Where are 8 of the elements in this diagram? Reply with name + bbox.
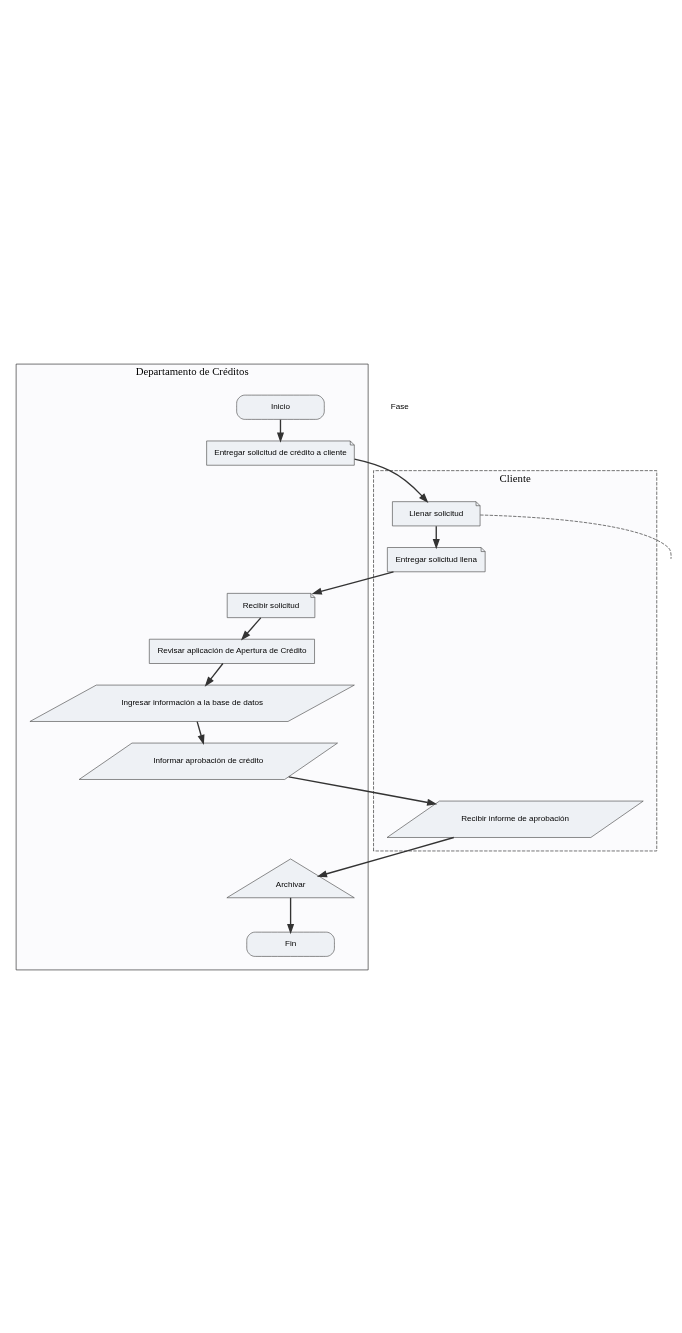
arrow xyxy=(240,616,262,640)
arrow xyxy=(311,570,395,595)
arrow xyxy=(288,775,438,806)
connector xyxy=(479,514,672,559)
arrow xyxy=(353,458,429,503)
arrow xyxy=(287,896,295,934)
arrow xyxy=(196,720,205,745)
arrow xyxy=(204,662,224,687)
